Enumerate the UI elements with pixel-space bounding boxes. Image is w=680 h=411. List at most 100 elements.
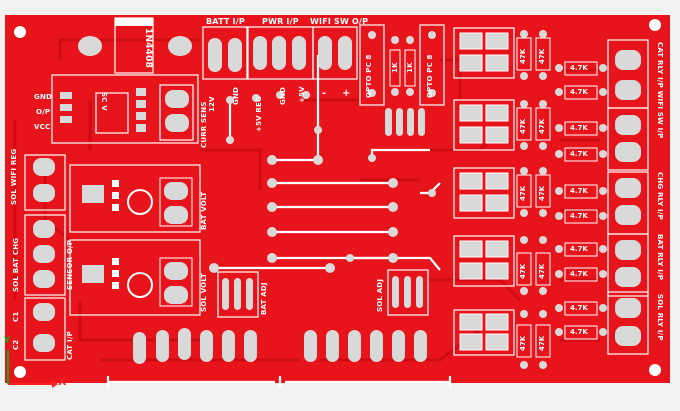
- label-scv: SC V: [100, 92, 108, 111]
- diode-pad-right: [168, 36, 192, 56]
- opto2-outline: [419, 24, 445, 106]
- res-4-7k-outlines: [564, 61, 598, 340]
- label-47k-6: 47K: [538, 185, 546, 201]
- pwr-pad-1: [253, 36, 267, 70]
- label-relay4: SOL RLY I/P: [656, 294, 664, 341]
- mounting-hole-tr: [649, 19, 661, 31]
- sol-bat-chg-terminal: [24, 214, 66, 296]
- label-batt-ip: BATT I/P: [206, 17, 245, 26]
- sol-adj-pot: [387, 269, 429, 316]
- curr-sensor-outline: [51, 74, 199, 144]
- label-c2: C2: [12, 339, 20, 350]
- curr-sens-pads: [209, 91, 436, 273]
- label-sol-volt: SOL VOLT: [200, 273, 208, 312]
- mounting-hole-bl: [14, 366, 26, 378]
- label-plus: +: [342, 88, 351, 99]
- sol-volt-module: [69, 239, 201, 316]
- label-4-7k-7: 4.7K: [570, 245, 588, 253]
- wifi-pad-1: [318, 36, 332, 70]
- curr-sensor-ic-pads: [60, 88, 146, 132]
- swr-pad-1: [33, 158, 55, 176]
- label-47k-2: 47K: [538, 48, 546, 64]
- label-47k-4: 47K: [538, 118, 546, 134]
- sbc-pad-3: [33, 270, 55, 288]
- label-47k-10: 47K: [538, 335, 546, 351]
- batt-pad-2: [228, 38, 242, 72]
- bat-adj-pot: [217, 271, 259, 318]
- bat-volt-components: [82, 177, 193, 227]
- axis-y-label: Y: [4, 336, 11, 346]
- white-traces: [106, 55, 452, 388]
- res-1k-a: [389, 49, 401, 87]
- label-4-7k-3: 4.7K: [570, 124, 588, 132]
- label-relay2: CHG RLY I/P: [656, 172, 664, 220]
- diode-pad-left: [78, 36, 102, 56]
- label-relay3: BAT RLY I/P: [656, 234, 664, 281]
- label-1k-a: 1K: [391, 62, 399, 73]
- label-12v: 12V: [208, 96, 216, 112]
- label-diode: 1N4408: [143, 28, 153, 69]
- label-opto2: OPTO PC 8: [426, 54, 434, 98]
- sol-volt-components: [82, 257, 193, 307]
- sbc-pad-2: [33, 245, 55, 263]
- label-47k-9: 47K: [519, 335, 527, 351]
- axis-x-arrow: [52, 380, 58, 388]
- label-gnd3: GND: [279, 86, 287, 105]
- label-47k-7: 47K: [519, 263, 527, 279]
- label-4-7k-8: 4.7K: [570, 270, 588, 278]
- pwr-pad-3: [292, 36, 306, 70]
- mounting-hole-tl: [14, 26, 26, 38]
- res-1k-b: [404, 49, 416, 87]
- batt-pad-1: [208, 38, 222, 72]
- cs-pad-2: [165, 114, 189, 132]
- cat-ip-terminal: [24, 297, 66, 361]
- bottom-header-pads: [133, 328, 427, 364]
- res-47k-pads: [520, 30, 547, 369]
- label-4-7k-1: 4.7K: [570, 64, 588, 72]
- label-4-7k-9: 4.7K: [570, 304, 588, 312]
- label-sol-wifi-reg: SOL WIFI REG: [10, 148, 18, 205]
- label-curr-sens: CURR SENS: [200, 101, 208, 148]
- diode-band: [115, 18, 153, 26]
- label-4-7k-10: 4.7K: [570, 328, 588, 336]
- label-5v: +5V: [298, 86, 306, 103]
- swr-pad-2: [33, 184, 55, 202]
- label-wifi-sw-op: WIFI SW O/P: [310, 17, 369, 26]
- right-terminals: [607, 39, 649, 355]
- bat-adj-pads: [222, 278, 253, 310]
- relay-blocks: [453, 27, 515, 356]
- label-47k-5: 47K: [519, 185, 527, 201]
- label-c1: C1: [12, 311, 20, 322]
- label-47k-3: 47K: [519, 118, 527, 134]
- label-4-7k-6: 4.7K: [570, 212, 588, 220]
- sbc-pad-1: [33, 220, 55, 238]
- batt-ip-terminal: [202, 26, 248, 80]
- pwr-pad-2: [272, 36, 286, 70]
- label-relay1: CAT RLY I/P WIFI SW I/P: [656, 42, 664, 139]
- label-bat-adj: BAT ADJ: [260, 282, 268, 315]
- label-47k-8: 47K: [538, 263, 546, 279]
- label-bat-volt: BAT VOLT: [200, 191, 208, 230]
- ic-mid-pads: [385, 108, 425, 136]
- res-4-7k-pads: [555, 64, 607, 336]
- opto1-outline: [359, 24, 385, 106]
- cs-pad-1: [165, 90, 189, 108]
- cat-pad-2: [33, 334, 55, 352]
- label-op: O/P: [36, 108, 51, 116]
- wifi-sw-terminal: [312, 26, 358, 80]
- label-4-7k-4: 4.7K: [570, 150, 588, 158]
- label-minus: -: [322, 88, 327, 99]
- label-vcc: VCC: [34, 123, 51, 131]
- label-5v-reg: +5V REG: [255, 96, 263, 132]
- label-1k-b: 1K: [406, 62, 414, 73]
- label-4-7k-5: 4.7K: [570, 187, 588, 195]
- cat-pad-1: [33, 303, 55, 321]
- label-sol-adj: SOL ADJ: [376, 278, 384, 312]
- label-4-7k-2: 4.7K: [570, 88, 588, 96]
- label-gnd1: GND: [34, 93, 53, 101]
- label-sensor-op: SENSOR O/P: [66, 239, 74, 290]
- bat-volt-module: [69, 164, 201, 233]
- sol-wifi-reg-terminal: [24, 154, 66, 211]
- label-47k-1: 47K: [519, 48, 527, 64]
